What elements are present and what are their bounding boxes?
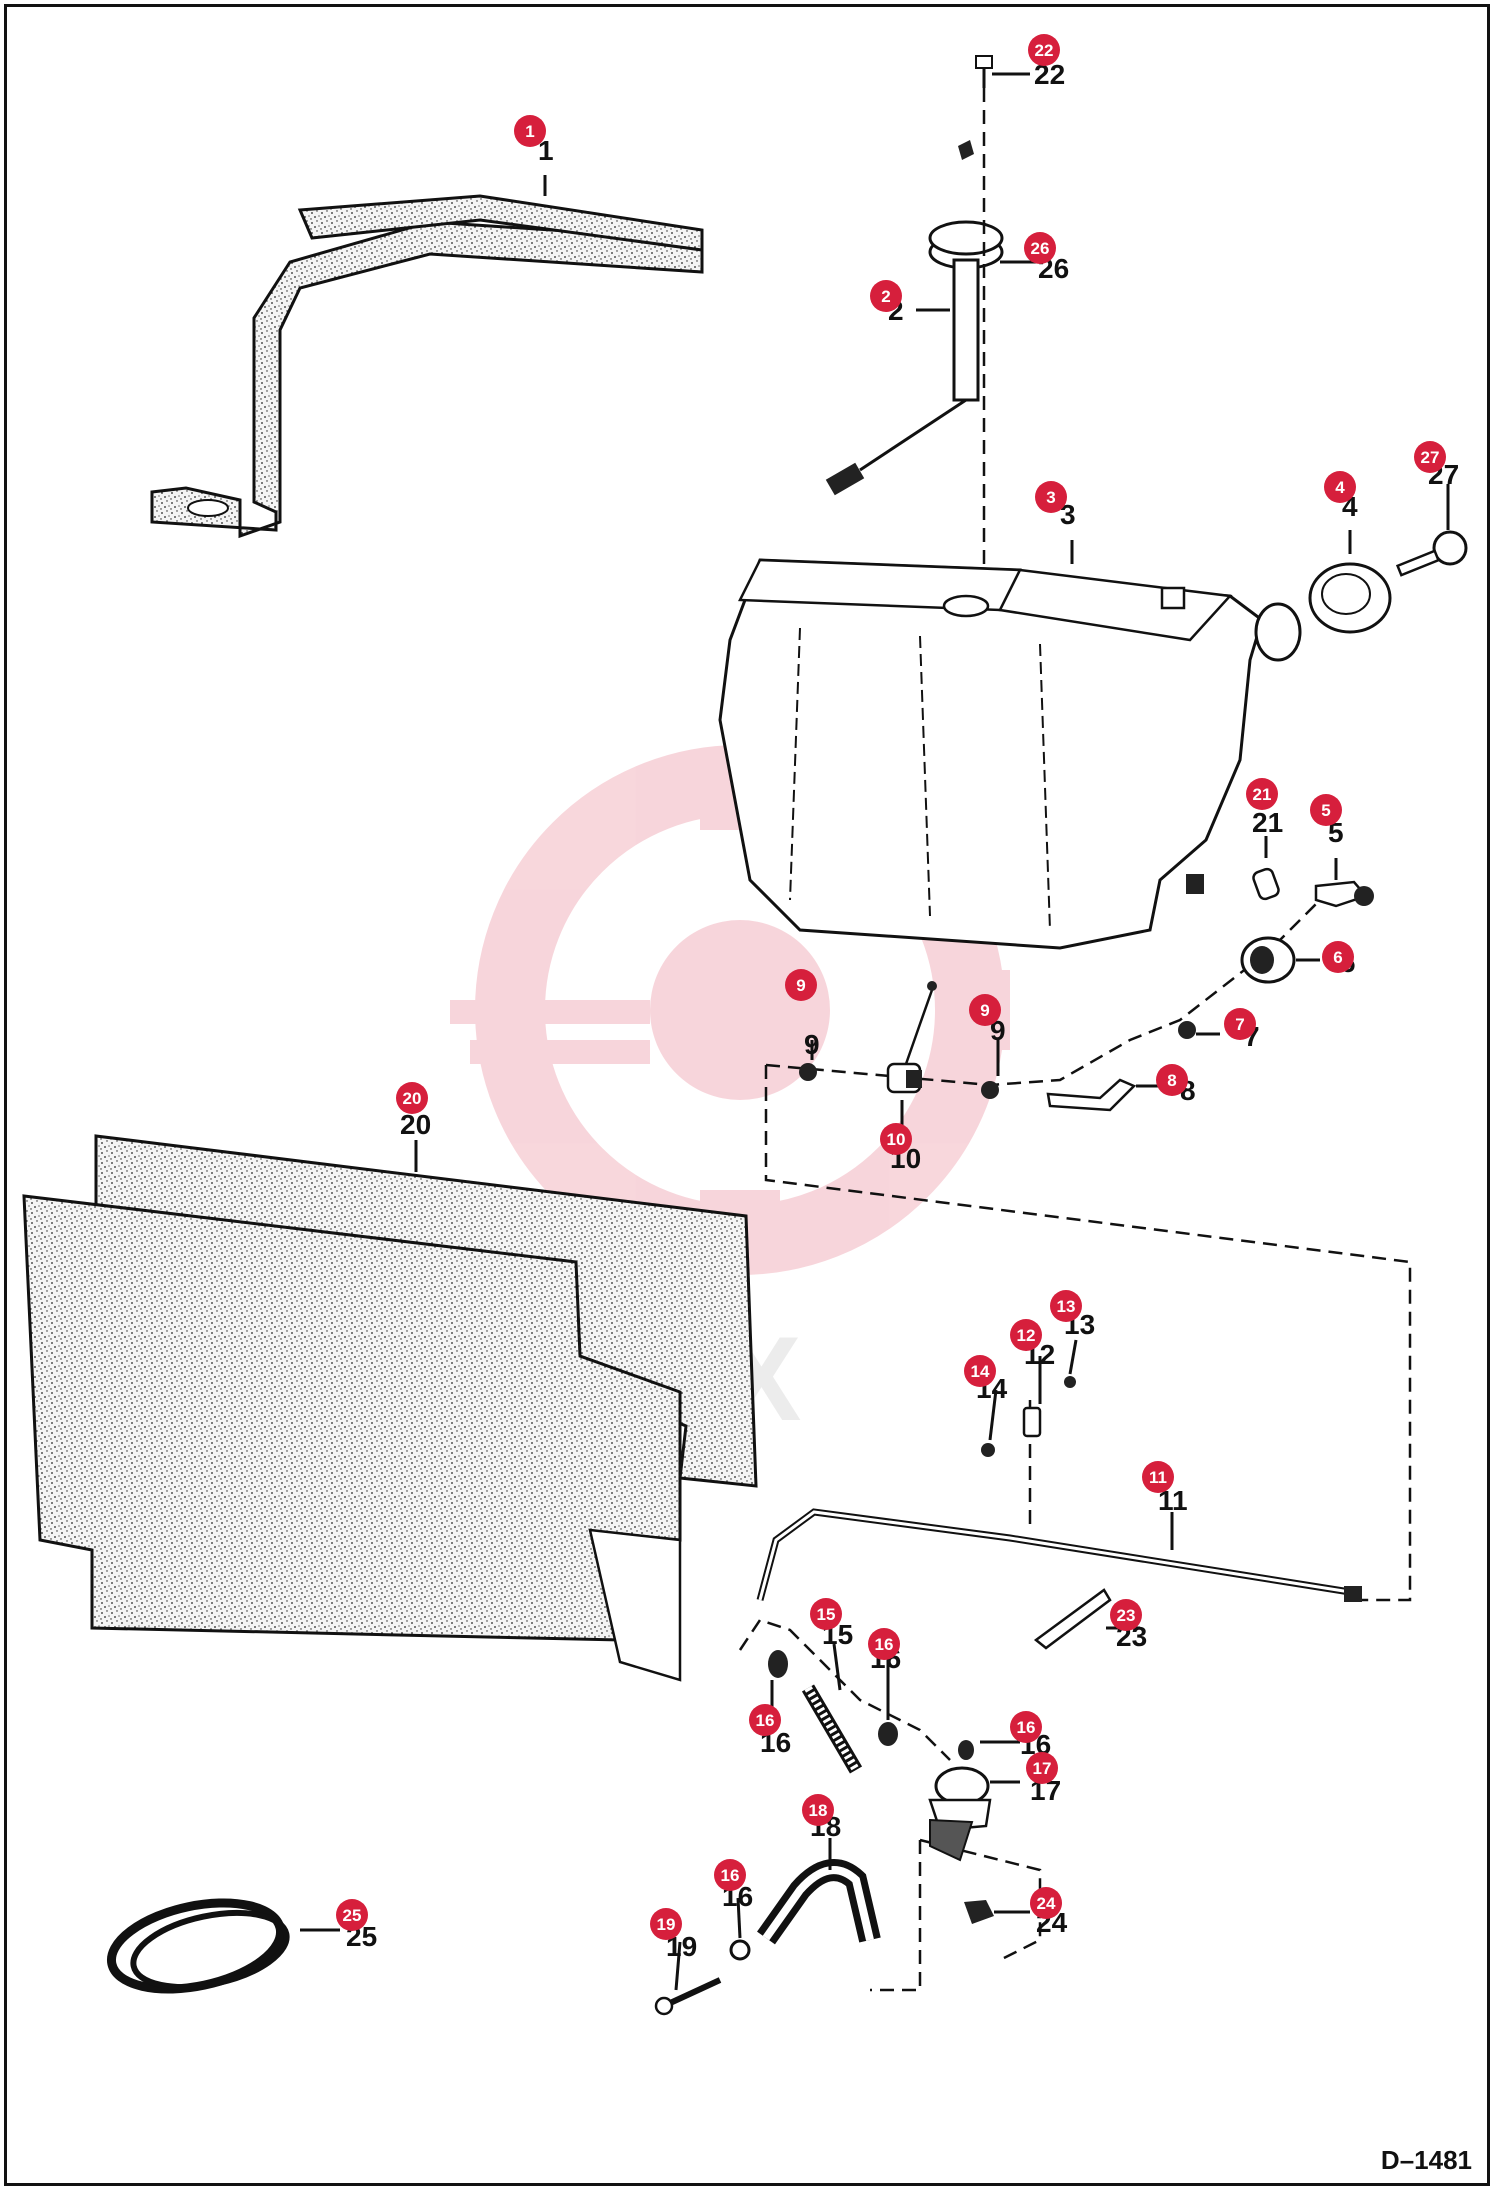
svg-text:8: 8 (1167, 1071, 1176, 1090)
svg-text:22: 22 (1035, 41, 1054, 60)
svg-text:27: 27 (1421, 448, 1440, 467)
grommet-drawing (964, 1900, 994, 1924)
svg-text:14: 14 (971, 1362, 990, 1381)
tubing-coil-drawing (106, 1898, 290, 1994)
callout-12[interactable]: 12 (1010, 1319, 1042, 1351)
drawing-code: D–1481 (1380, 2145, 1472, 2175)
part-number-20: 20 (400, 1109, 431, 1140)
callout-18[interactable]: 18 (802, 1794, 834, 1826)
svg-text:16: 16 (756, 1711, 775, 1730)
assembly-dashed-lines (738, 88, 1412, 1992)
svg-text:6: 6 (1333, 948, 1342, 967)
svg-text:12: 12 (1017, 1326, 1036, 1345)
callout-26[interactable]: 26 (1024, 232, 1056, 264)
diagram-frame (4, 4, 1490, 2186)
part-number-21: 21 (1252, 807, 1283, 838)
svg-text:1: 1 (525, 122, 534, 141)
callout-1[interactable]: 1 (514, 115, 546, 147)
callout-6[interactable]: 6 (1322, 941, 1354, 973)
callout-5[interactable]: 5 (1310, 794, 1342, 826)
clip-hardware-drawing (981, 1376, 1076, 1457)
fuel-sender-drawing (825, 55, 1004, 496)
callout-19[interactable]: 19 (650, 1908, 682, 1940)
svg-text:11: 11 (1149, 1468, 1167, 1487)
svg-text:4: 4 (1335, 478, 1345, 497)
callout-22[interactable]: 22 (1028, 34, 1060, 66)
svg-text:2: 2 (881, 287, 890, 306)
callout-11[interactable]: 11 (1142, 1461, 1174, 1493)
svg-text:13: 13 (1057, 1297, 1076, 1316)
callout-20[interactable]: 20 (396, 1082, 428, 1114)
svg-text:10: 10 (887, 1130, 906, 1149)
svg-text:18: 18 (809, 1801, 828, 1820)
callout-24[interactable]: 24 (1030, 1887, 1062, 1919)
callout-15[interactable]: 15 (810, 1598, 842, 1630)
fuel-line-tube-drawing (756, 1508, 1362, 1602)
svg-text:23: 23 (1117, 1606, 1136, 1625)
part-number-9a: 9 (804, 1029, 820, 1060)
elbow-fitting-drawing (654, 1939, 751, 2016)
callout-14[interactable]: 14 (964, 1355, 996, 1387)
callout-3[interactable]: 3 (1035, 481, 1067, 513)
callout-16d[interactable]: 16 (714, 1859, 746, 1891)
svg-text:7: 7 (1235, 1015, 1244, 1034)
callout-23[interactable]: 23 (1110, 1599, 1142, 1631)
svg-text:21: 21 (1253, 785, 1272, 804)
svg-text:15: 15 (817, 1605, 836, 1624)
callout-badges: 1 2 3 4 5 6 7 8 9 9 10 11 12 13 14 15 16… (336, 34, 1446, 1940)
svg-text:5: 5 (1321, 801, 1330, 820)
key-drawing (1395, 530, 1468, 577)
part-number-1: 1 (538, 135, 554, 166)
callout-10[interactable]: 10 (880, 1123, 912, 1155)
callout-2[interactable]: 2 (870, 280, 902, 312)
fuel-pump-drawing (928, 1766, 992, 1862)
hose-and-clamps-drawing (768, 1650, 974, 1774)
svg-text:16: 16 (1017, 1718, 1036, 1737)
callout-8[interactable]: 8 (1156, 1064, 1188, 1096)
cable-tie-drawing (1033, 1588, 1112, 1650)
fuel-line-fittings-drawing (799, 867, 1374, 1112)
part-number-3: 3 (1060, 499, 1076, 530)
svg-text:24: 24 (1037, 1894, 1056, 1913)
callout-27[interactable]: 27 (1414, 441, 1446, 473)
printed-part-numbers: 1 2 3 4 5 6 7 8 9 9 10 11 12 13 14 15 16… (346, 59, 1459, 1962)
svg-text:19: 19 (657, 1915, 676, 1934)
callout-9b[interactable]: 9 (969, 994, 1001, 1026)
heat-shield-drawing (22, 1134, 758, 1682)
fuel-tank-drawing (718, 558, 1302, 950)
svg-text:26: 26 (1031, 239, 1050, 258)
svg-text:16: 16 (721, 1866, 740, 1885)
tank-strap-drawing (150, 194, 704, 539)
svg-text:3: 3 (1046, 488, 1055, 507)
callout-4[interactable]: 4 (1324, 471, 1356, 503)
svg-text:17: 17 (1033, 1759, 1052, 1778)
elbow-hose-drawing (757, 1859, 881, 1945)
callout-9a[interactable]: 9 (785, 969, 817, 1001)
svg-text:9: 9 (980, 1001, 989, 1020)
svg-text:16: 16 (875, 1635, 894, 1654)
callout-13[interactable]: 13 (1050, 1290, 1082, 1322)
callout-7[interactable]: 7 (1224, 1008, 1256, 1040)
svg-text:9: 9 (796, 976, 805, 995)
callout-25[interactable]: 25 (336, 1899, 368, 1931)
filler-cap-drawing (1308, 562, 1392, 634)
callout-17[interactable]: 17 (1026, 1752, 1058, 1784)
callout-16b[interactable]: 16 (749, 1704, 781, 1736)
svg-text:20: 20 (403, 1089, 422, 1108)
svg-text:25: 25 (343, 1906, 362, 1925)
callout-16c[interactable]: 16 (1010, 1711, 1042, 1743)
leader-lines (300, 72, 1450, 1991)
callout-21[interactable]: 21 (1246, 778, 1278, 810)
callout-16a[interactable]: 16 (868, 1628, 900, 1660)
